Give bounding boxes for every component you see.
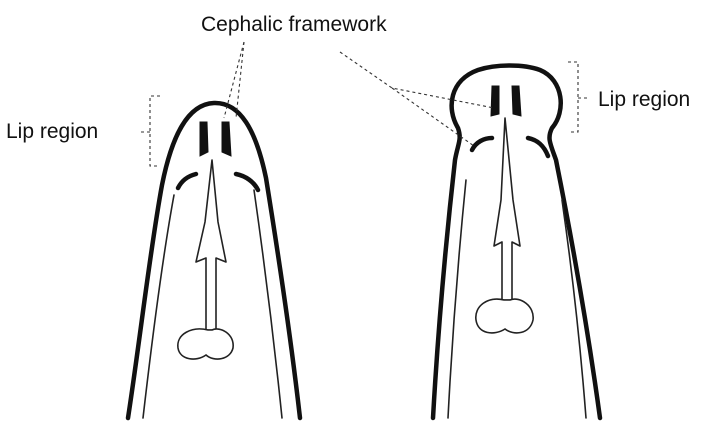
cephalic-leader-right-2 (392, 88, 474, 146)
left-body-outline (128, 103, 300, 418)
lip-bracket-right (568, 62, 578, 132)
left-stylet (196, 160, 226, 330)
left-framework-arc-right (236, 174, 258, 190)
right-framework-arc-left (472, 138, 492, 150)
left-framework-arc-left (178, 174, 196, 188)
left-framework-bar-right (222, 122, 231, 156)
left-body-inner-left (143, 195, 174, 418)
left-head (128, 103, 300, 418)
lip-region-label-left: Lip region (6, 121, 98, 142)
lip-bracket-left (150, 96, 160, 166)
left-framework-bar-left (200, 122, 208, 156)
cephalic-framework-label: Cephalic framework (201, 14, 387, 35)
lip-region-label-right: Lip region (598, 89, 690, 110)
right-body-outline (433, 66, 600, 419)
cephalic-leader-right-1 (340, 52, 494, 108)
cephalic-leader-left-2 (236, 42, 244, 118)
right-stylet (494, 118, 520, 300)
right-framework-bar-left (491, 86, 499, 116)
left-stylet-knobs (178, 329, 233, 359)
right-head (433, 66, 600, 419)
left-body-inner-right (254, 190, 282, 418)
right-framework-bar-right (512, 86, 521, 116)
right-stylet-knobs (476, 299, 533, 333)
right-framework-arc-right (528, 138, 548, 156)
